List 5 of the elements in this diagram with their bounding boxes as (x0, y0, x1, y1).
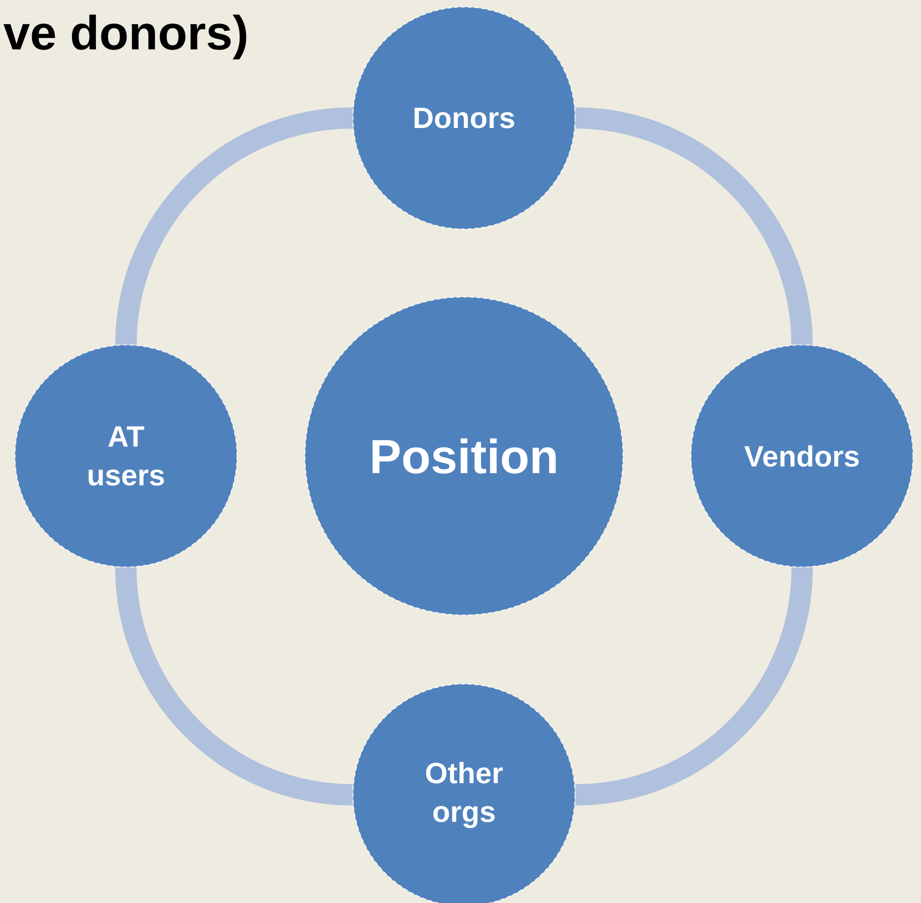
ring-arc (115, 566, 354, 806)
ring-arc (574, 107, 813, 346)
ring-arc (574, 566, 813, 806)
ring-arc (115, 107, 354, 346)
title: ve donors) (3, 14, 246, 60)
